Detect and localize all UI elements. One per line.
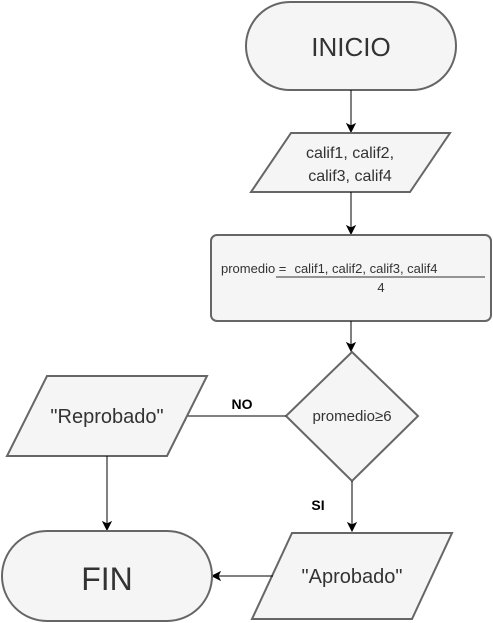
process-numerator: calif1, calif2, calif3, calif4: [294, 261, 437, 276]
process-average-box[interactable]: promedio = calif1, calif2, calif3, calif…: [210, 234, 492, 322]
output-aprobado-label: "Aprobado": [302, 566, 403, 588]
output-reprobado-parallelogram[interactable]: "Reprobado": [5, 375, 209, 457]
edge-label-si: SI: [311, 497, 324, 513]
input-grades-parallelogram[interactable]: calif1, calif2, calif3, calif4: [249, 132, 452, 193]
output-reprobado-label: "Reprobado": [50, 406, 163, 428]
process-lhs: promedio =: [221, 261, 286, 276]
edge-start-to-input: [345, 90, 357, 134]
decision-label: promedio≥6: [312, 408, 391, 425]
edge-aprobado-to-fin: [210, 570, 273, 582]
edge-process-to-decision: [345, 321, 357, 353]
input-grades-line2: calif3, calif4: [308, 168, 392, 185]
input-grades-line1: calif1, calif2,: [306, 145, 394, 162]
process-denominator: 4: [377, 280, 384, 295]
edge-reprobado-to-fin: [101, 456, 113, 532]
edge-label-no: NO: [232, 396, 253, 412]
start-label: INICIO: [311, 32, 390, 62]
start-terminator[interactable]: INICIO: [245, 1, 457, 91]
end-terminator[interactable]: FIN: [1, 530, 213, 622]
end-label: FIN: [81, 561, 133, 597]
edge-input-to-process: [345, 192, 357, 236]
edge-decision-to-reprobado: [175, 410, 286, 422]
edge-decision-to-aprobado: [346, 481, 358, 533]
output-aprobado-parallelogram[interactable]: "Aprobado": [250, 532, 454, 620]
decision-diamond[interactable]: promedio≥6: [284, 350, 420, 483]
